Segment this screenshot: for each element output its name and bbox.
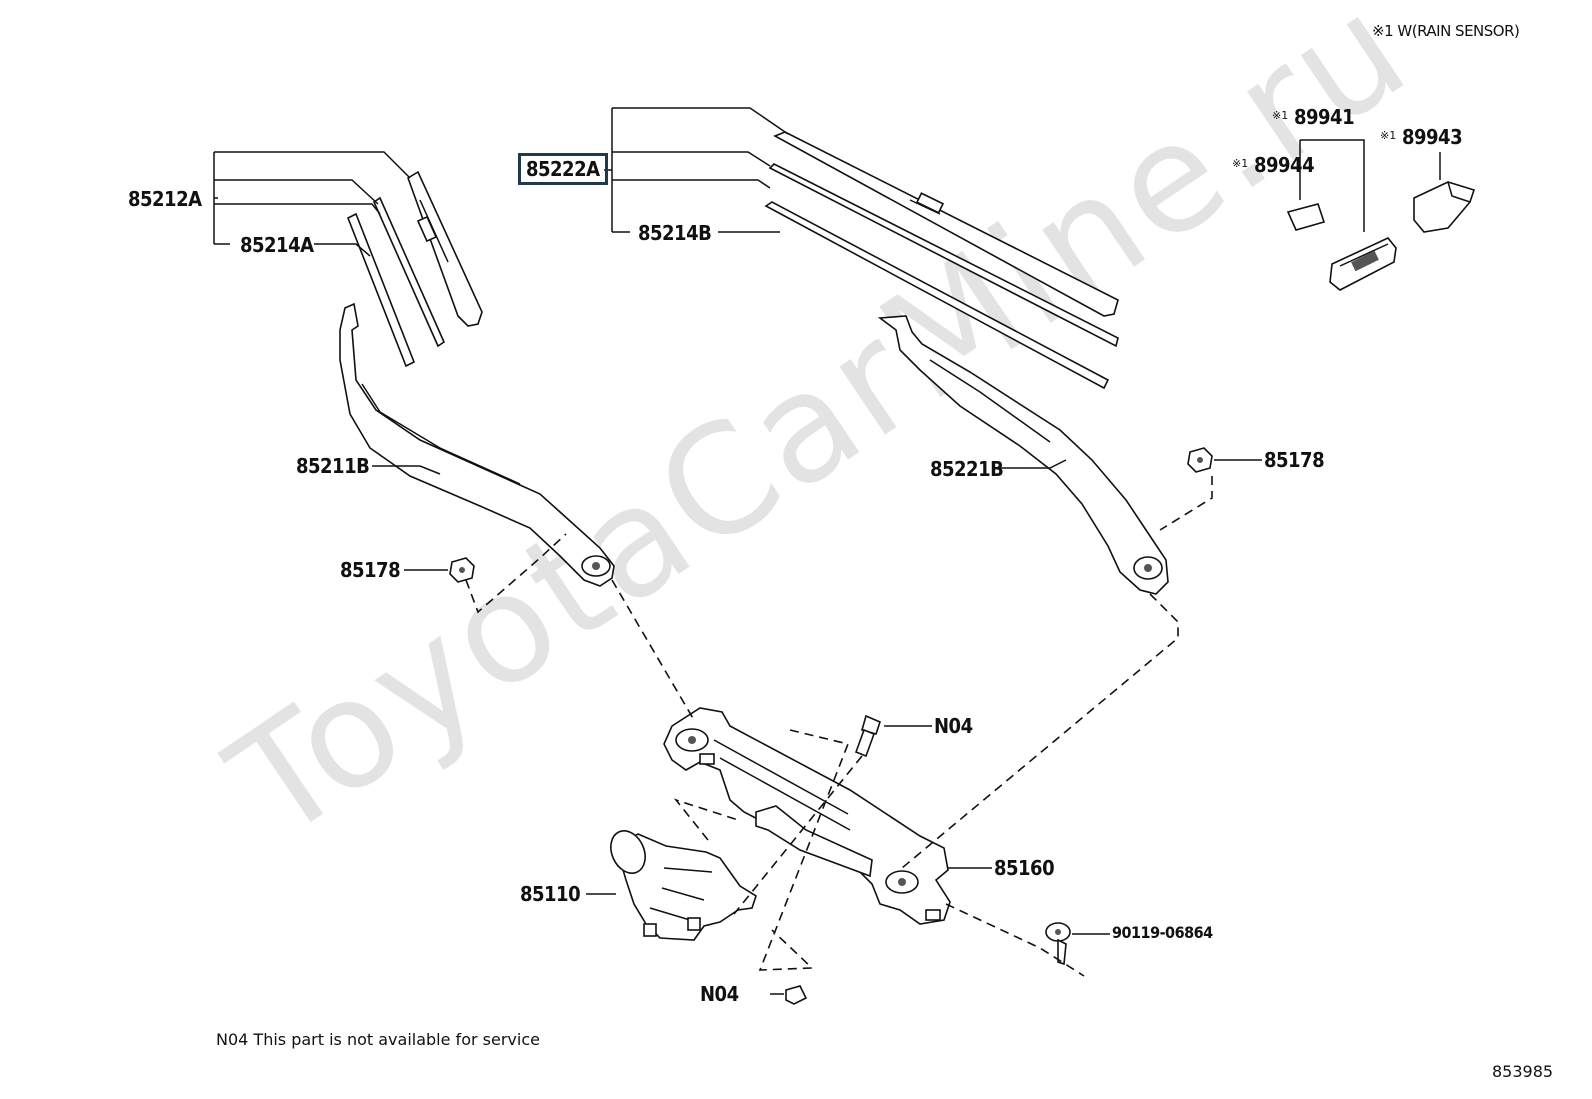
label-85160: 85160 [994,856,1055,880]
label-85214B: 85214B [638,221,712,245]
nut-n04-bottom [785,985,808,1005]
rain-sensor-89941 [1329,237,1397,291]
wiper-motor [610,830,757,941]
diagram-code: 853985 [1492,1062,1554,1081]
bolt-n04-top [854,714,881,758]
label-85178-left: 85178 [340,558,401,582]
ref-mark-89943: ※1 [1380,129,1397,142]
pad-89944 [1286,203,1326,231]
cover-89943 [1413,181,1476,233]
ref-mark-89941: ※1 [1272,109,1289,122]
ref-mark-89944: ※1 [1232,157,1249,170]
label-85221B: 85221B [930,457,1004,481]
label-85110: 85110 [520,882,581,906]
left-wiper-blade [407,170,483,327]
label-89941: 89941 [1294,105,1355,129]
right-wiper-arm [877,315,1169,595]
label-89944: 89944 [1254,153,1315,177]
label-N04-top: N04 [934,714,973,738]
label-85214A: 85214A [240,233,314,257]
wiper-linkage [663,707,951,925]
label-85212A: 85212A [128,187,202,211]
label-90119-06864: 90119-06864 [1112,923,1213,942]
nut-85178-left [449,557,475,583]
label-85211B: 85211B [296,454,370,478]
left-wiper-arm [339,302,615,587]
footnote-n04: N04 This part is not available for servi… [216,1030,540,1049]
rain-sensor-note: ※1 W(RAIN SENSOR) [1372,22,1520,40]
label-N04-bottom: N04 [700,982,739,1006]
nut-85178-right [1187,447,1213,473]
label-89943: 89943 [1402,125,1463,149]
label-85222A-highlighted[interactable]: 85222A [518,153,608,185]
right-wiper-blade [773,131,1119,317]
bolt-90119-06864 [1045,922,1071,966]
label-85178-right: 85178 [1264,448,1325,472]
right-blade-rubber [764,163,1119,390]
